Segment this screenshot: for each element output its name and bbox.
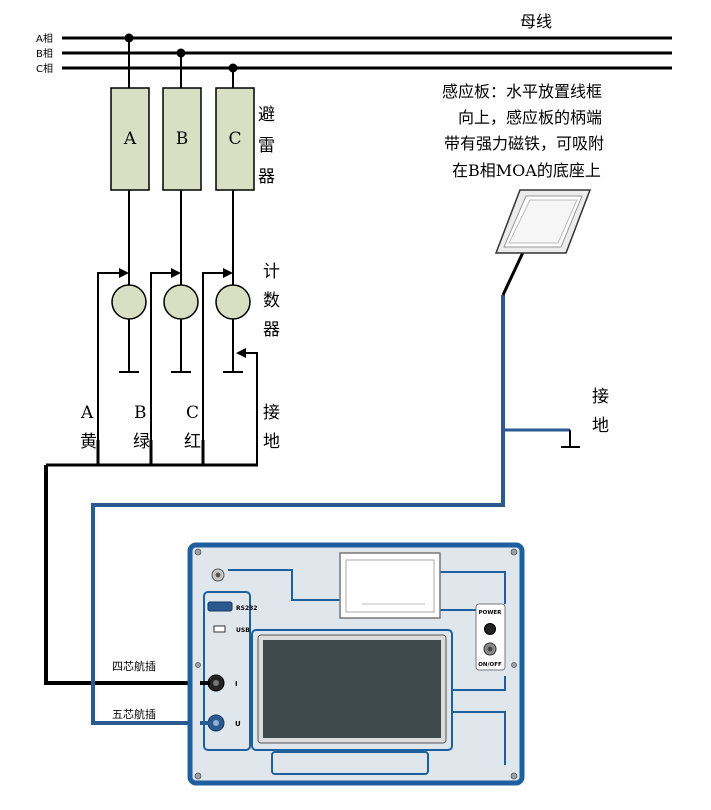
counter-c — [215, 284, 251, 320]
arrester-c — [215, 87, 255, 191]
sensor-description: 感应板：水平放置线框 向上，感应板的柄端 带有强力磁铁，可吸附 在B相MOA的底… — [442, 82, 604, 180]
lcd-screen — [263, 640, 441, 738]
lead-bundle — [46, 440, 258, 467]
sensor-desc-line-2: 向上，感应板的柄端 — [458, 108, 602, 127]
onoff-label: ON/OFF — [478, 662, 502, 668]
port-i-label: I — [235, 680, 238, 688]
sensor-desc-line-4: 在B相MOA的底座上 — [452, 161, 601, 180]
counter-a — [111, 284, 147, 320]
five-core-label: 五芯航插 — [112, 707, 156, 721]
four-core-cable — [44, 465, 212, 685]
arrester-c-label: C — [228, 129, 241, 149]
phase-b-label: B相 — [36, 47, 53, 60]
sensor-desc-line-1: 感应板：水平放置线框 — [442, 82, 602, 101]
lead-c-color: 红 — [184, 432, 201, 452]
power-panel — [475, 603, 506, 671]
lead-ground-1: 接 — [263, 403, 280, 423]
usb-label: USB — [236, 627, 250, 634]
arrester-a-label: A — [123, 129, 137, 149]
lead-labels: A 黄 B 绿 C 红 接 地 — [80, 403, 280, 452]
ground-terminal — [211, 568, 225, 582]
lead-b-color: 绿 — [133, 432, 150, 452]
arresters: A B C 避 雷 器 — [110, 87, 275, 191]
four-core-label: 四芯航插 — [112, 659, 156, 673]
rs232-port — [207, 601, 233, 612]
lead-ground-2: 地 — [263, 432, 280, 452]
power-indicator — [484, 623, 496, 635]
counter-caption-2: 数 — [263, 291, 280, 311]
sensor-plate — [494, 189, 592, 296]
sensor-desc-line-3: 带有强力磁铁，可吸附 — [444, 134, 604, 153]
counter-b — [163, 284, 199, 320]
arrester-b-label: B — [176, 129, 189, 149]
ground-symbol — [561, 430, 580, 448]
counter-caption-3: 器 — [263, 320, 280, 340]
usb-port — [213, 625, 226, 633]
lead-a-letter: A — [80, 403, 94, 423]
rs232-label: RS232 — [236, 605, 257, 612]
five-core-cable — [91, 295, 505, 725]
counters: 计 数 器 — [111, 262, 280, 373]
bus-title: 母线 — [520, 12, 552, 31]
lead-c-letter: C — [186, 403, 199, 423]
instrument: RS232 USB I U POWER ON/OFF — [187, 542, 525, 786]
sensor-ground-2: 地 — [592, 416, 609, 436]
bus-taps — [124, 33, 238, 88]
power-label: POWER — [479, 610, 503, 616]
lead-a-color: 黄 — [80, 432, 97, 452]
arrester-b — [162, 87, 202, 191]
phase-a-label: A相 — [36, 32, 53, 45]
sensor-ground-1: 接 — [592, 387, 609, 407]
bus-bars: A相 B相 C相 母线 — [36, 12, 672, 75]
arrester-caption-2: 雷 — [258, 136, 275, 156]
phase-c-label: C相 — [36, 62, 53, 75]
arrester-caption-1: 避 — [258, 105, 275, 125]
counter-leads — [97, 190, 258, 465]
arrowheads — [119, 268, 246, 358]
lead-b-letter: B — [134, 403, 147, 423]
port-u-label: U — [235, 720, 241, 728]
arrester-caption-3: 器 — [258, 167, 275, 187]
counter-caption-1: 计 — [263, 262, 280, 282]
